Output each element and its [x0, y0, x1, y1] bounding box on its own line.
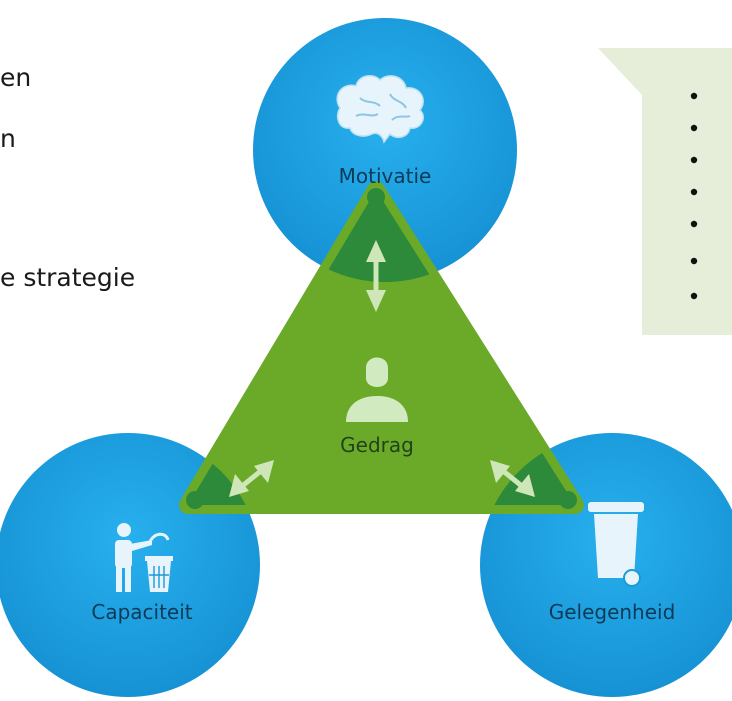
- callout-bullet-5: [690, 220, 698, 228]
- behaviour-triangle: [179, 181, 584, 514]
- person-icon: [346, 357, 408, 422]
- wheelie-bin-icon: [588, 502, 644, 587]
- arrow-gelegenheid-gedrag: [490, 460, 535, 497]
- callout-bullets: [690, 92, 698, 300]
- text-fragment-2: n: [0, 124, 16, 153]
- callout-bullet-1: [690, 92, 698, 100]
- callout-bullet-2: [690, 124, 698, 132]
- arrow-motivatie-gedrag: [366, 240, 386, 312]
- brain-icon: [336, 75, 424, 144]
- overlap-right: [480, 433, 575, 505]
- text-fragment-3: e strategie: [0, 263, 136, 292]
- arrow-capaciteit-gedrag: [229, 460, 274, 497]
- person-trash-can-icon: [115, 523, 173, 592]
- callout-bullet-4: [690, 188, 698, 196]
- arrows: [229, 240, 535, 497]
- label-gedrag: Gedrag: [340, 433, 414, 457]
- circle-motivatie: [253, 18, 517, 282]
- callout-background: [598, 48, 732, 335]
- callout-bullet-3: [690, 156, 698, 164]
- callout-box: [598, 48, 732, 335]
- label-capaciteit: Capaciteit: [91, 600, 192, 624]
- label-gelegenheid: Gelegenheid: [549, 600, 676, 624]
- callout-bullet-7: [690, 292, 698, 300]
- text-fragment-1: en: [0, 63, 32, 92]
- label-motivatie: Motivatie: [339, 164, 432, 188]
- callout-bullet-6: [690, 257, 698, 265]
